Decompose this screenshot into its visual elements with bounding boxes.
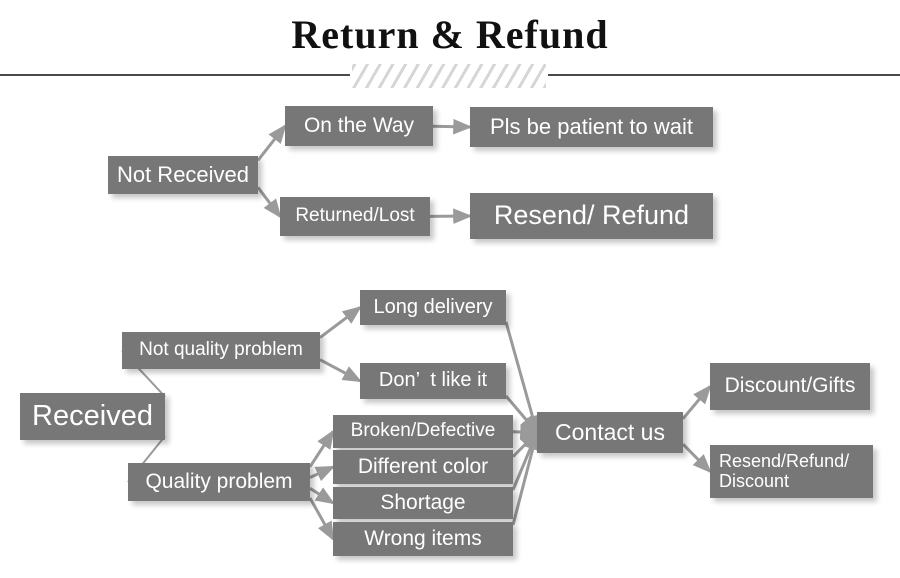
flow-node-label: On the Way bbox=[303, 113, 415, 137]
flow-node-label: Received bbox=[32, 399, 153, 432]
flow-node-returned-lost: Returned/Lost bbox=[280, 197, 430, 236]
flow-node-different-color: Different color bbox=[333, 450, 513, 484]
flow-node-label: Broken/Defective bbox=[350, 420, 496, 442]
flow-node-label: Different color bbox=[357, 454, 489, 478]
connector-quality-to-broken-defective bbox=[308, 429, 335, 468]
flow-node-label: Long delivery bbox=[373, 295, 493, 318]
connector-quality-to-wrong-items bbox=[308, 497, 335, 542]
flow-node-label: Quality problem bbox=[145, 469, 293, 493]
flow-node-label: Not Received bbox=[116, 162, 250, 188]
flow-node-shortage: Shortage bbox=[333, 487, 513, 519]
flow-node-not-received: Not Received bbox=[108, 156, 258, 194]
connector-not-received-to-on-the-way bbox=[256, 124, 287, 162]
connector-contact-us-to-resend-refund-discount bbox=[681, 443, 712, 474]
flow-node-resend-refund: Resend/ Refund bbox=[470, 193, 713, 239]
flow-node-label: Resend/ Refund bbox=[493, 200, 690, 231]
flow-node-broken-defective: Broken/Defective bbox=[333, 415, 513, 448]
connector-not-received-to-returned-lost bbox=[256, 186, 282, 219]
flow-node-not-quality: Not quality problem bbox=[122, 332, 320, 369]
flow-node-label: Discount/Gifts bbox=[724, 374, 856, 398]
flow-node-resend-refund-discount: Resend/Refund/ Discount bbox=[710, 445, 873, 498]
connector-not-quality-to-long-delivery bbox=[319, 306, 362, 339]
flow-node-on-the-way: On the Way bbox=[285, 106, 433, 146]
flow-node-label: Pls be patient to wait bbox=[489, 114, 693, 140]
connector-broken-defective-to-contact-us bbox=[512, 424, 540, 440]
divider-rule-left bbox=[0, 74, 350, 76]
flow-node-quality: Quality problem bbox=[128, 463, 310, 501]
divider-rule-right bbox=[548, 74, 900, 76]
hatched-divider-icon bbox=[352, 64, 546, 88]
flow-node-contact-us: Contact us bbox=[537, 412, 683, 453]
flow-node-label: Contact us bbox=[555, 419, 665, 446]
flow-node-label: Shortage bbox=[380, 490, 466, 514]
page-title: Return & Refund bbox=[291, 12, 609, 57]
connector-contact-us-to-discount-gifts bbox=[681, 384, 712, 420]
flow-node-long-delivery: Long delivery bbox=[360, 290, 506, 325]
flow-node-label: Wrong items bbox=[364, 526, 482, 550]
flow-node-label: Resend/Refund/ Discount bbox=[719, 451, 850, 491]
title-divider bbox=[0, 64, 900, 90]
connector-on-the-way-to-pls-be-patient bbox=[432, 118, 473, 135]
connector-quality-to-shortage bbox=[309, 487, 336, 505]
flow-node-label: Returned/Lost bbox=[295, 205, 415, 227]
connector-wrong-items-to-contact-us bbox=[511, 430, 541, 526]
flow-node-pls-be-patient: Pls be patient to wait bbox=[470, 107, 713, 147]
flow-node-label: Don’ t like it bbox=[378, 369, 488, 392]
flow-node-discount-gifts: Discount/Gifts bbox=[710, 363, 870, 410]
flow-node-received: Received bbox=[20, 393, 165, 440]
connector-long-delivery-to-contact-us bbox=[504, 321, 540, 435]
connector-not-quality-to-dont-like-it bbox=[319, 358, 363, 383]
flow-node-dont-like-it: Don’ t like it bbox=[360, 363, 506, 399]
flow-node-label: Not quality problem bbox=[139, 339, 303, 361]
connector-quality-to-different-color bbox=[309, 465, 336, 482]
flow-node-wrong-items: Wrong items bbox=[333, 522, 513, 556]
